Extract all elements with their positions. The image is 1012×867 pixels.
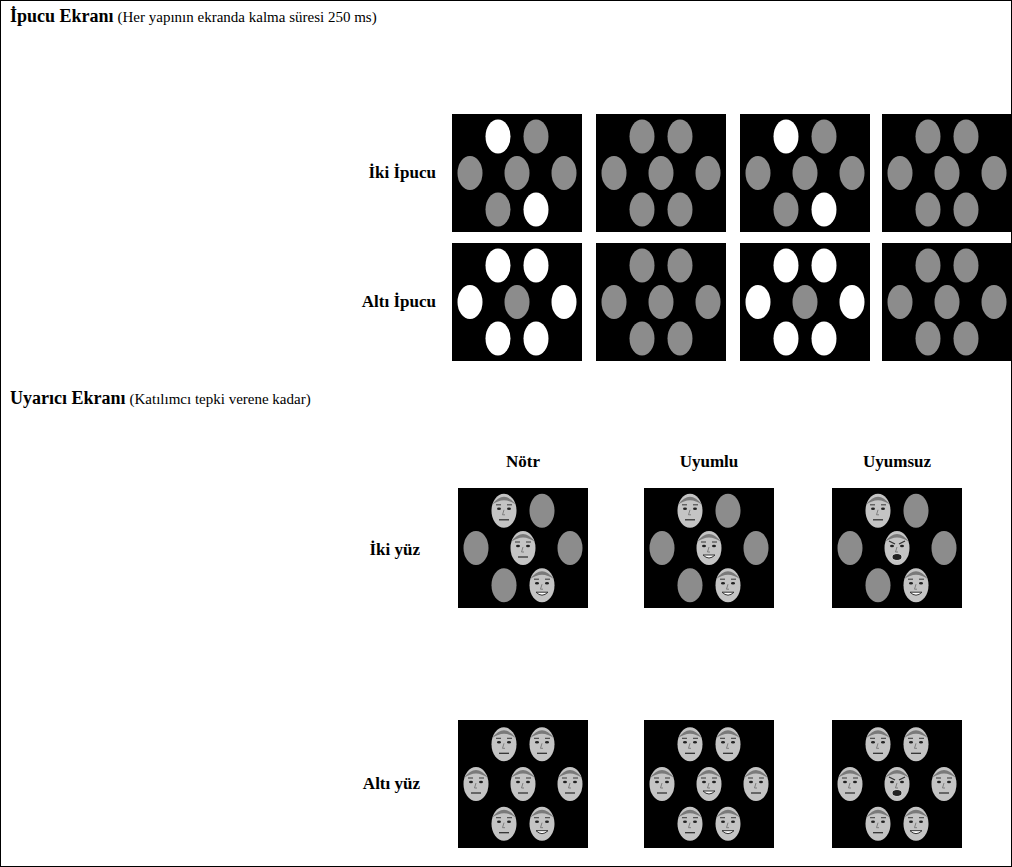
cue-panel — [740, 114, 870, 232]
section-heading: İpucu Ekranı — [10, 6, 114, 27]
cue-panel — [740, 243, 870, 361]
section-note: (Her yapının ekranda kalma süresi 250 ms… — [118, 9, 377, 26]
cue-panel — [452, 243, 582, 361]
stimulus-panel — [644, 488, 774, 608]
cue-panel — [596, 243, 726, 361]
stimulus-panel — [458, 488, 588, 608]
cue-panel — [882, 114, 1012, 232]
cue-panel — [882, 243, 1012, 361]
stimulus-panel — [832, 488, 962, 608]
stimulus-panel — [644, 720, 774, 848]
row-label: Altı yüz — [363, 774, 420, 794]
cue-panel — [452, 114, 582, 232]
column-label: Nötr — [506, 452, 540, 472]
row-label: İki yüz — [369, 540, 420, 560]
column-label: Uyumlu — [680, 452, 739, 472]
column-label: Uyumsuz — [863, 452, 931, 472]
stimulus-panel — [458, 720, 588, 848]
stimulus-panel — [832, 720, 962, 848]
cue-panel — [596, 114, 726, 232]
row-label: Altı İpucu — [362, 292, 436, 312]
section-note: (Katılımcı tepki verene kadar) — [130, 391, 311, 408]
row-label: İki İpucu — [368, 163, 436, 183]
section-heading: Uyarıcı Ekranı — [10, 388, 126, 409]
